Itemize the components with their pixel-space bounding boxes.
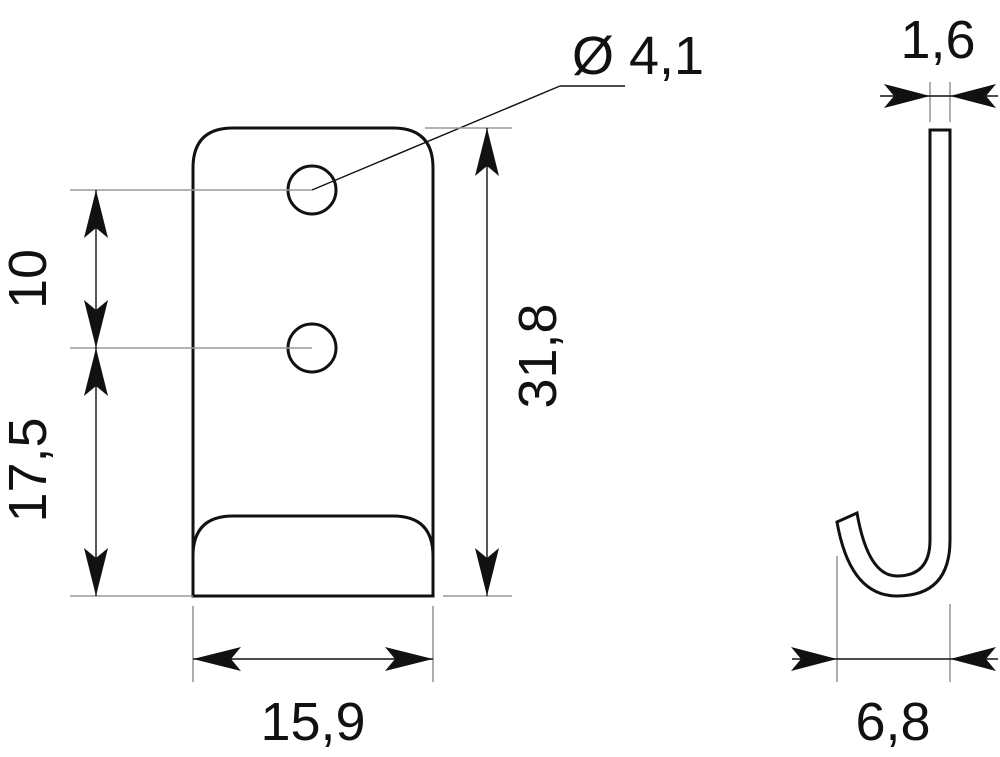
lower-hole-height-dimension: 17,5 — [0, 348, 108, 596]
overall-height-label: 31,8 — [508, 303, 568, 408]
thickness-label: 1,6 — [900, 10, 975, 70]
width-dimension: 15,9 — [193, 647, 433, 752]
diameter-leader — [311, 85, 561, 191]
plate-outline — [191, 126, 435, 598]
lower-hole-height-label: 17,5 — [0, 417, 58, 522]
arrow-right — [385, 647, 433, 671]
thickness-dimension: 1,6 — [880, 10, 998, 122]
overall-height-dimension: 31,8 — [475, 128, 568, 596]
side-view: 1,6 6,8 — [791, 10, 998, 752]
hole-diameter-label: Ø 4,1 — [572, 26, 704, 86]
hole-spacing-label: 10 — [0, 249, 58, 309]
arrow-left — [950, 84, 996, 108]
arrow-up — [84, 348, 108, 396]
front-view: Ø 4,1 10 17,5 31,8 — [0, 26, 704, 752]
arrow-up — [475, 128, 499, 176]
hook-profile — [835, 128, 952, 598]
hook-depth-dimension: 6,8 — [791, 556, 998, 752]
hole-spacing-dimension: 10 — [0, 190, 108, 348]
arrow-left — [193, 647, 241, 671]
arrow-down — [84, 548, 108, 596]
hook-depth-label: 6,8 — [855, 692, 930, 752]
arrow-left — [950, 647, 996, 671]
arrow-right — [884, 84, 930, 108]
arrow-down — [84, 300, 108, 348]
arrow-right — [791, 647, 837, 671]
width-label: 15,9 — [260, 692, 365, 752]
arrow-down — [475, 548, 499, 596]
bent-tab-line — [191, 514, 435, 557]
arrow-up — [84, 190, 108, 238]
